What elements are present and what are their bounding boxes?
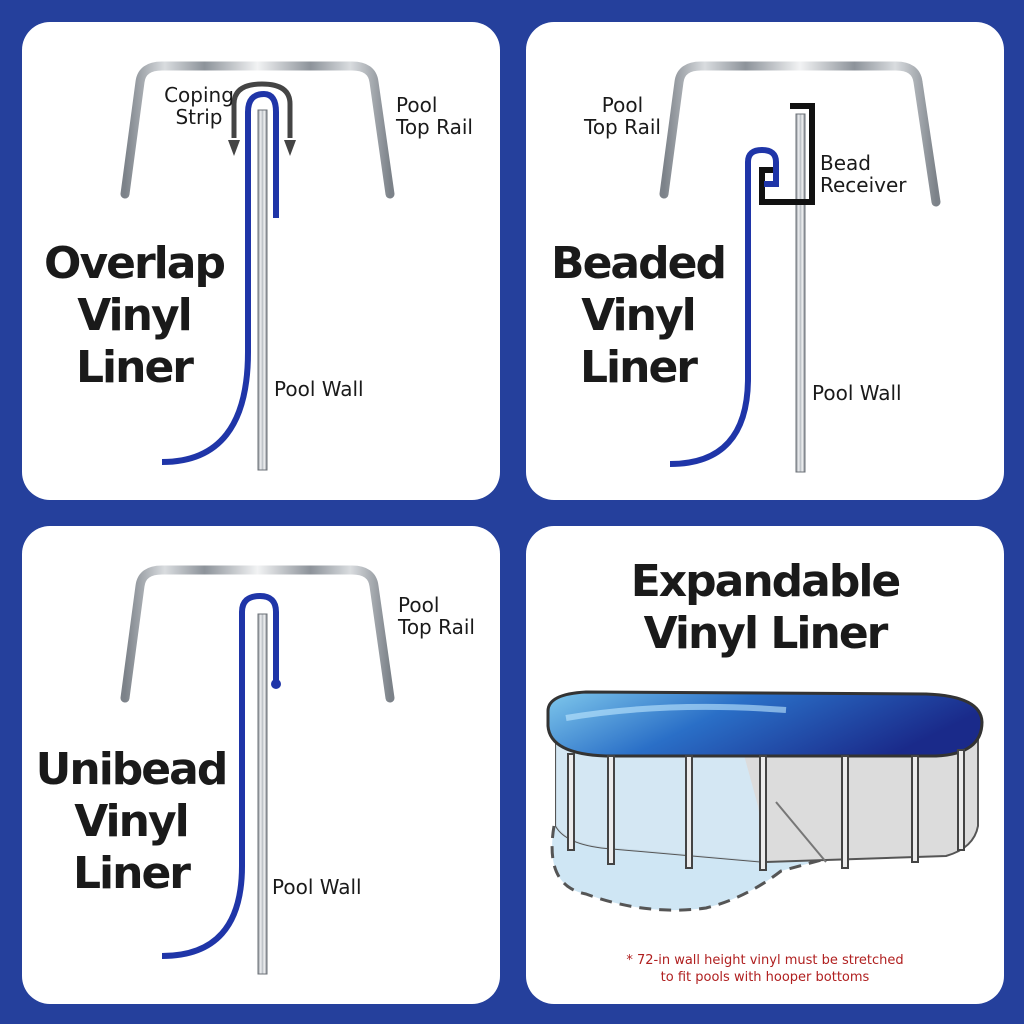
footnote: * 72-in wall height vinyl must be stretc… (566, 952, 964, 986)
wall-fold (775, 801, 827, 863)
pool-wall (257, 109, 268, 471)
pool-wall (257, 613, 268, 975)
pool-illustration (546, 690, 984, 912)
pool-wall-label: Pool Wall (272, 875, 362, 899)
title-line2: Vinyl Liner (73, 796, 191, 899)
title-line1: Overlap (44, 238, 226, 289)
pool-wall (795, 113, 806, 473)
vinyl-liner (669, 146, 779, 467)
top-rail-label: Pool Top Rail (396, 94, 473, 138)
expandable-title: Expandable Vinyl Liner (526, 556, 1004, 660)
panel-unibead: Pool Top Rail Unibead Vinyl Liner Pool W… (22, 526, 500, 1004)
rail-label-line2: Top Rail (584, 115, 661, 139)
water-surface (546, 690, 984, 758)
coping-label-line2: Strip (175, 105, 223, 129)
top-rail-label: Pool Top Rail (398, 594, 475, 638)
rail-label-line1: Pool (398, 593, 440, 617)
coping-label-line1: Coping (164, 83, 234, 107)
top-rail (120, 565, 395, 703)
panel-overlap: Coping Strip Pool Top Rail Overlap Vinyl… (22, 22, 500, 500)
top-rail (120, 61, 395, 199)
note-line2: to fit pools with hooper bottoms (660, 970, 870, 985)
beaded-title: Beaded Vinyl Liner (528, 238, 748, 394)
title-line2: Vinyl Liner (76, 290, 194, 393)
title-line2: Vinyl Liner (643, 608, 889, 659)
top-rail (659, 61, 941, 207)
coping-strip-label: Coping Strip (154, 84, 244, 128)
rail-label-line2: Top Rail (396, 115, 473, 139)
title-line2: Vinyl Liner (580, 290, 698, 393)
beaded-diagram (659, 61, 941, 473)
pool-wall-label: Pool Wall (274, 377, 364, 401)
rail-label-line2: Top Rail (398, 615, 475, 639)
rail-label-line1: Pool (396, 93, 438, 117)
bead-receiver (759, 103, 815, 205)
title-line1: Unibead (35, 744, 229, 795)
unibead-tip (271, 679, 281, 689)
panel-beaded: Pool Top Rail Bead Receiver Beaded Vinyl… (526, 22, 1004, 500)
bead-label-line2: Receiver (820, 173, 907, 197)
note-line1: * 72-in wall height vinyl must be stretc… (626, 953, 904, 968)
coping-strip (231, 81, 293, 138)
overlap-title: Overlap Vinyl Liner (26, 238, 242, 394)
vinyl-liner (161, 90, 279, 465)
title-line1: Expandable (630, 556, 902, 607)
pool-uprights (567, 749, 965, 871)
top-rail-label: Pool Top Rail (584, 94, 661, 138)
title-line1: Beaded (551, 238, 727, 289)
overlap-diagram (120, 61, 395, 471)
vinyl-liner (161, 592, 279, 959)
unibead-title: Unibead Vinyl Liner (22, 744, 240, 900)
rail-label-line1: Pool (601, 93, 644, 117)
unibead-diagram (120, 565, 395, 975)
panel-expandable: Expandable Vinyl Liner * 72-in wall heig… (526, 526, 1004, 1004)
pool-wall-label: Pool Wall (812, 381, 902, 405)
bead-receiver-label: Bead Receiver (820, 152, 907, 196)
bead-label-line1: Bead (820, 151, 871, 175)
